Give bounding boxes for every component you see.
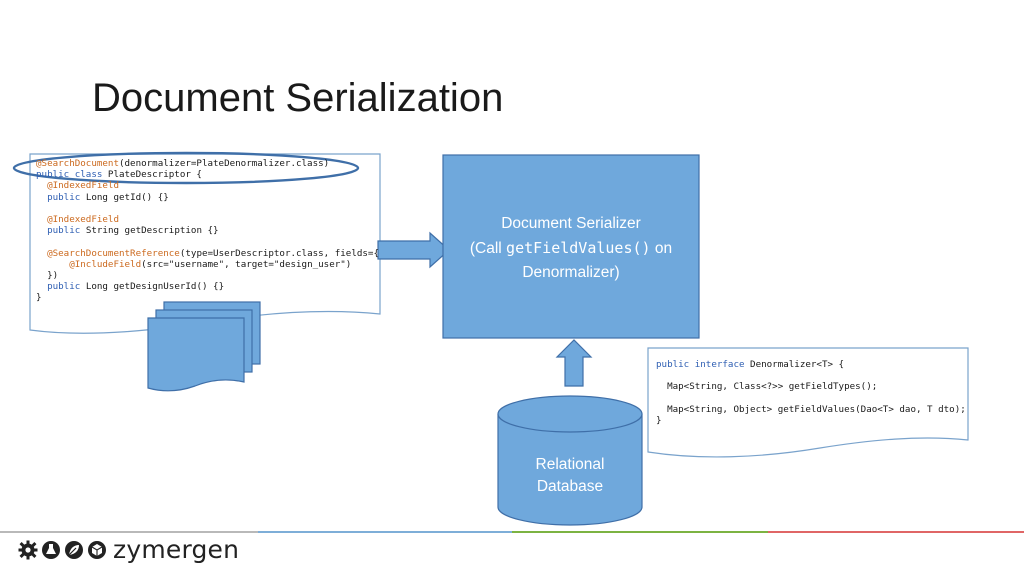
- code-text: }): [36, 270, 59, 282]
- code-line: [656, 393, 966, 404]
- code-text: (type=UserDescriptor.class, fields={: [179, 247, 379, 259]
- code-text: (src="username", target="design_user"): [141, 258, 352, 270]
- serializer-method-name: getFieldValues(): [506, 239, 651, 257]
- code-text: }: [36, 292, 42, 304]
- logo-glyphs: [18, 540, 107, 560]
- serializer-line-2-prefix: (Call: [469, 240, 507, 257]
- documents-icon: [147, 301, 261, 392]
- code-keyword: public interface: [656, 359, 745, 370]
- code-line: Map<String, Class<?>> getFieldTypes();: [656, 381, 966, 392]
- code-text: [36, 259, 69, 270]
- code-line: public Long getDesignUserId() {}: [36, 281, 379, 292]
- document-serializer-label: Document Serializer (Call getFieldValues…: [443, 212, 699, 285]
- code-line: public interface Denormalizer<T> {: [656, 359, 966, 370]
- code-text: [36, 180, 47, 191]
- cube-icon: [88, 541, 106, 559]
- code-text: [36, 214, 47, 225]
- code-text: Long getDesignUserId() {}: [80, 281, 225, 293]
- code-text: [36, 281, 47, 292]
- code-text: Long getId() {}: [80, 191, 169, 203]
- serializer-line-1: Document Serializer: [501, 215, 641, 232]
- serializer-line-2-suffix: on: [650, 240, 673, 257]
- document-serializer-box: [442, 154, 700, 339]
- serializer-line-3: Denormalizer): [522, 264, 620, 281]
- arrow-up-icon: [555, 339, 593, 387]
- code-text: (denormalizer=PlateDenormalizer.class): [118, 158, 330, 169]
- code-annotation: @IndexedField: [47, 214, 119, 226]
- code-snippet-plate-descriptor: @SearchDocument(denormalizer=PlateDenorm…: [36, 158, 379, 304]
- code-line: @SearchDocumentReference(type=UserDescri…: [36, 248, 379, 259]
- code-card-right: [647, 347, 969, 458]
- code-line: public Long getId() {}: [36, 192, 379, 203]
- code-text: Map<String, Object> getFieldValues(Dao<T…: [656, 403, 966, 415]
- code-line: @IndexedField: [36, 214, 379, 225]
- slide-title: Document Serialization: [92, 76, 504, 120]
- code-annotation: @IndexedField: [47, 180, 119, 192]
- code-line: @IncludeField(src="username", target="de…: [36, 259, 379, 270]
- code-keyword: public: [47, 281, 81, 293]
- code-line: public String getDescription {}: [36, 225, 379, 236]
- database-label: Relational Database: [498, 454, 642, 498]
- code-text: PlateDescriptor {: [102, 169, 202, 181]
- code-text: Map<String, Class<?>> getFieldTypes();: [656, 381, 878, 393]
- code-snippet-denormalizer: public interface Denormalizer<T> { Map<S…: [656, 359, 966, 426]
- code-text: [36, 248, 47, 259]
- gear-icon: [18, 540, 38, 560]
- highlight-ellipse: [12, 151, 360, 185]
- code-text: [36, 225, 47, 236]
- code-text: Denormalizer<T> {: [744, 359, 845, 370]
- zymergen-logo: zymergen: [18, 535, 239, 565]
- arrow-right-icon: [377, 231, 450, 269]
- code-line: }): [36, 270, 379, 281]
- code-annotation: @IncludeField: [69, 258, 142, 270]
- code-text: [36, 192, 47, 203]
- logo-wordmark: zymergen: [113, 535, 240, 564]
- code-line: }: [656, 415, 966, 426]
- code-annotation: @SearchDocument: [36, 158, 119, 169]
- database-line-2: Database: [536, 478, 604, 495]
- code-text: }: [656, 415, 662, 427]
- flask-icon: [42, 541, 60, 559]
- leaf-icon: [65, 541, 83, 559]
- code-line: [656, 370, 966, 381]
- code-line: Map<String, Object> getFieldValues(Dao<T…: [656, 404, 966, 415]
- code-line: @IndexedField: [36, 180, 379, 191]
- database-icon: [497, 395, 643, 526]
- code-text: String getDescription {}: [80, 225, 219, 237]
- serializer-line-2: (Call getFieldValues() on: [443, 236, 699, 261]
- database-line-1: Relational: [535, 456, 605, 473]
- code-line: [36, 236, 379, 247]
- code-keyword: public: [47, 191, 81, 203]
- code-line: @SearchDocument(denormalizer=PlateDenorm…: [36, 158, 379, 169]
- code-line: [36, 203, 379, 214]
- code-line: public class PlateDescriptor {: [36, 169, 379, 180]
- code-line: }: [36, 292, 379, 303]
- code-annotation: @SearchDocumentReference: [47, 247, 180, 259]
- code-keyword: public class: [36, 169, 103, 181]
- code-keyword: public: [47, 225, 81, 237]
